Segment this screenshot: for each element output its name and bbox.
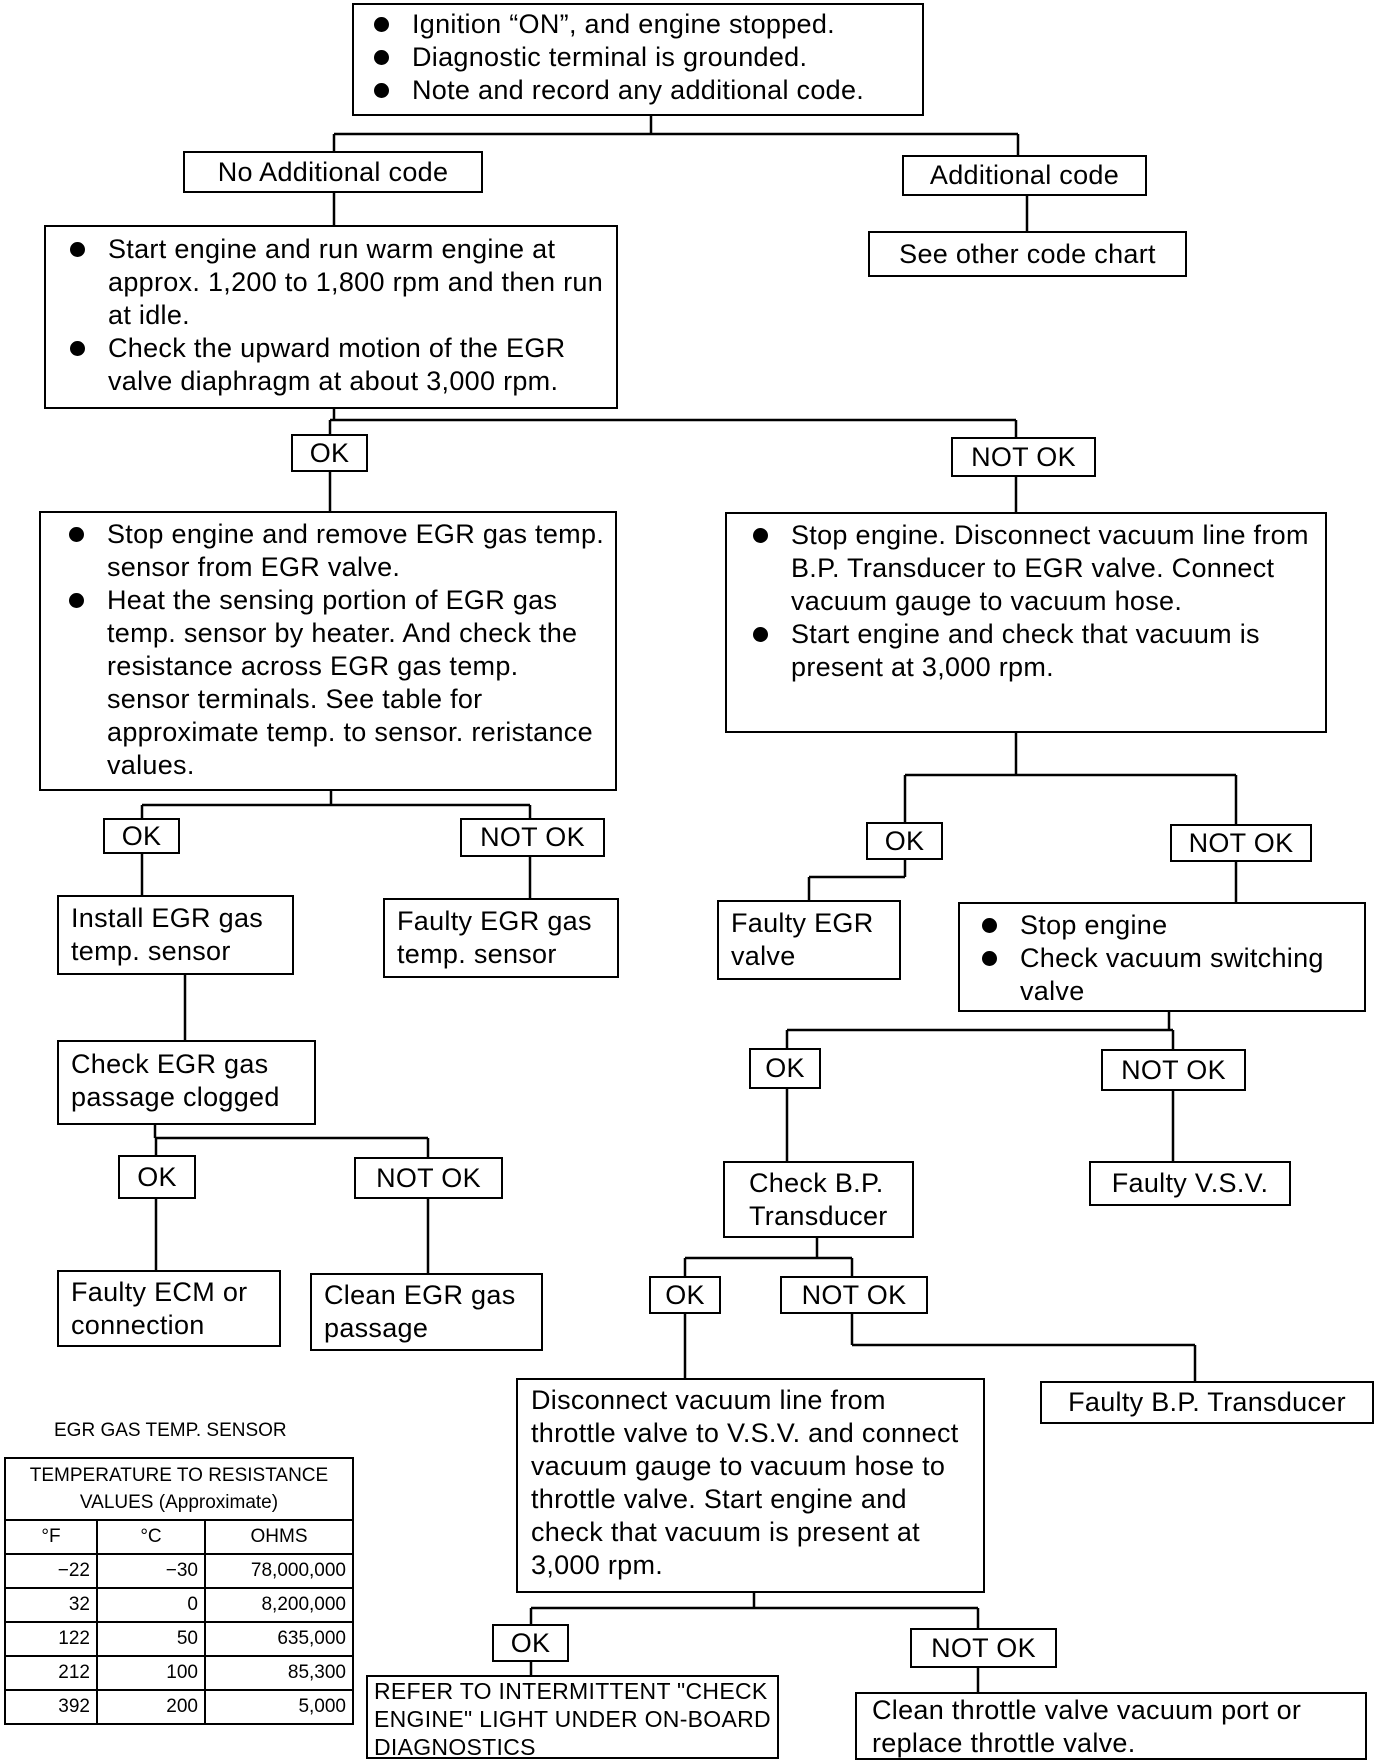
refer-intermittent-box: REFER TO INTERMITTENT "CHECK ENGINE" LIG… — [366, 1675, 779, 1760]
table-row: 212 100 85,300 — [4, 1655, 354, 1691]
bullet-terminal-grounded: Diagnostic terminal is grounded. — [354, 41, 922, 74]
faulty-ecm-box: Faulty ECM or connection — [57, 1270, 281, 1347]
not-ok-label-sensor: NOT OK — [460, 818, 605, 857]
not-ok-label-diaphragm: NOT OK — [951, 437, 1096, 477]
clean-throttle-valve-box: Clean throttle valve vacuum port or repl… — [855, 1692, 1367, 1760]
ok-label-vsv: OK — [749, 1048, 821, 1089]
faulty-sensor-box: Faulty EGR gas temp. sensor — [383, 898, 619, 978]
ok-label-vacuum: OK — [866, 822, 943, 860]
install-sensor-box: Install EGR gas temp. sensor — [57, 895, 294, 975]
column-header-f: °F — [4, 1519, 98, 1555]
bullet-disconnect-vacuum-line: Stop engine. Disconnect vacuum line from… — [733, 519, 1315, 618]
check-egr-passage-box: Check EGR gas passage clogged — [57, 1040, 316, 1125]
start-conditions-box: Ignition “ON”, and engine stopped. Diagn… — [352, 3, 924, 116]
egr-sensor-resistance-box: Stop engine and remove EGR gas temp. sen… — [39, 511, 617, 791]
column-header-ohms: OHMS — [204, 1519, 354, 1555]
vsv-check-box: Stop engine Check vacuum switching valve — [958, 902, 1366, 1012]
bullet-record-code: Note and record any additional code. — [354, 74, 922, 107]
table-row: 392 200 5,000 — [4, 1689, 354, 1725]
not-ok-label-bp: NOT OK — [780, 1276, 928, 1314]
ok-label-sensor: OK — [103, 818, 180, 854]
clean-egr-passage-box: Clean EGR gas passage — [310, 1273, 543, 1351]
ok-label-bp: OK — [649, 1276, 721, 1314]
not-ok-label-passage: NOT OK — [354, 1157, 503, 1199]
table-row: −22 −30 78,000,000 — [4, 1553, 354, 1589]
ok-label-throttle: OK — [492, 1624, 569, 1662]
not-ok-label-vacuum: NOT OK — [1170, 824, 1312, 862]
not-ok-label-vsv: NOT OK — [1101, 1049, 1246, 1091]
bullet-ignition-on: Ignition “ON”, and engine stopped. — [354, 8, 922, 41]
table-row: 32 0 8,200,000 — [4, 1587, 354, 1623]
additional-code-box: Additional code — [902, 155, 1147, 196]
vacuum-line-check-box: Stop engine. Disconnect vacuum line from… — [725, 512, 1327, 733]
bullet-run-warm-engine: Start engine and run warm engine at appr… — [50, 233, 606, 332]
bullet-stop-engine: Stop engine — [962, 909, 1358, 942]
temp-resistance-table: TEMPERATURE TO RESISTANCE VALUES (Approx… — [4, 1457, 354, 1725]
no-additional-code-box: No Additional code — [183, 151, 483, 193]
bullet-check-vacuum-present: Start engine and check that vacuum is pr… — [733, 618, 1315, 684]
bullet-remove-sensor: Stop engine and remove EGR gas temp. sen… — [49, 518, 605, 584]
bullet-check-vsv: Check vacuum switching valve — [962, 942, 1358, 1008]
table-caption: EGR GAS TEMP. SENSOR — [54, 1420, 287, 1441]
warm-engine-check-box: Start engine and run warm engine at appr… — [44, 225, 618, 409]
throttle-vacuum-check-box: Disconnect vacuum line from throttle val… — [516, 1378, 985, 1593]
bullet-heat-sensor: Heat the sensing portion of EGR gas temp… — [49, 584, 605, 782]
column-header-c: °C — [96, 1519, 206, 1555]
faulty-egr-valve-box: Faulty EGR valve — [717, 900, 901, 980]
table-header: TEMPERATURE TO RESISTANCE VALUES (Approx… — [4, 1457, 354, 1521]
ok-label-diaphragm: OK — [291, 434, 368, 472]
ok-label-passage: OK — [118, 1155, 196, 1199]
see-other-code-chart-box: See other code chart — [868, 231, 1187, 277]
not-ok-label-throttle: NOT OK — [910, 1628, 1057, 1668]
faulty-vsv-box: Faulty V.S.V. — [1089, 1161, 1291, 1206]
faulty-bp-transducer-box: Faulty B.P. Transducer — [1040, 1381, 1374, 1424]
check-bp-transducer-box: Check B.P. Transducer — [723, 1161, 914, 1238]
table-row: 122 50 635,000 — [4, 1621, 354, 1657]
bullet-check-egr-diaphragm: Check the upward motion of the EGR valve… — [50, 332, 606, 398]
